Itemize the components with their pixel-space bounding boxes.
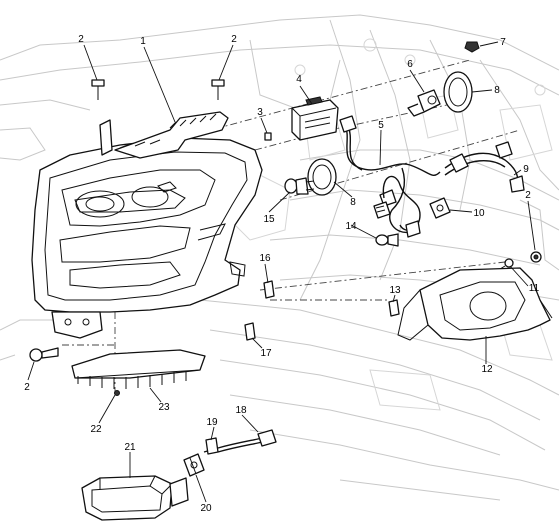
callout-2-lower-left: 2 [24, 382, 30, 393]
callout-16: 16 [259, 253, 271, 264]
bulb-socket-10 [429, 197, 451, 219]
fog-lamp-21 [81, 475, 189, 521]
bulb-15 [284, 177, 315, 195]
callout-2-right: 2 [525, 190, 531, 201]
callout-labels: 2 1 2 3 4 5 6 7 8 8 9 10 2 11 12 13 14 1… [24, 34, 539, 514]
callout-17: 17 [260, 348, 272, 359]
callout-8-lower: 8 [350, 197, 356, 208]
headlamp-assembly [31, 111, 263, 339]
nut-7 [464, 41, 480, 53]
callout-12: 12 [481, 364, 493, 375]
callout-9: 9 [523, 164, 529, 175]
callout-10: 10 [473, 208, 485, 219]
lamp-cover-8-lower [307, 158, 337, 196]
clip-13 [388, 299, 400, 317]
callout-5: 5 [378, 120, 384, 131]
nut-3 [264, 132, 272, 141]
lower-lamp-bracket [71, 349, 206, 389]
fog-harness-18 [203, 429, 277, 453]
headlamp-control-module [291, 96, 339, 141]
fog-bulb-20 [183, 453, 205, 477]
callout-18: 18 [235, 405, 247, 416]
hose-9 [444, 141, 525, 193]
callout-23: 23 [158, 402, 170, 413]
bolt-2-lower-left [29, 347, 59, 362]
callout-2-top-left: 2 [78, 34, 84, 45]
callout-4: 4 [296, 74, 302, 85]
bulb-socket-6 [407, 89, 441, 117]
callout-2-top-center: 2 [231, 34, 237, 45]
callout-8-upper: 8 [494, 85, 500, 96]
fog-lamp-bracket [397, 267, 553, 341]
callout-15: 15 [263, 214, 275, 225]
screw-22 [114, 390, 120, 396]
bolt-2-top-center [211, 79, 225, 100]
callout-21: 21 [124, 442, 136, 453]
wiring-harness [339, 115, 441, 238]
callout-7: 7 [500, 37, 506, 48]
clip-17 [244, 322, 256, 341]
callout-3: 3 [257, 107, 263, 118]
callout-13: 13 [389, 285, 401, 296]
leader-lines [27, 41, 536, 503]
callout-1: 1 [140, 36, 146, 47]
fasteners [29, 41, 542, 396]
lamp-cover-8-upper [443, 71, 473, 113]
bolt-2-right [530, 251, 542, 263]
callout-20: 20 [200, 503, 212, 514]
bolt-2-top-left [91, 79, 105, 100]
callout-22: 22 [90, 424, 102, 435]
bulb-14 [375, 233, 399, 247]
callout-11: 11 [529, 283, 540, 294]
callout-6: 6 [407, 59, 413, 70]
clip-16 [263, 280, 275, 299]
callout-19: 19 [206, 417, 218, 428]
connector-19 [205, 437, 219, 455]
callout-14: 14 [345, 221, 357, 232]
